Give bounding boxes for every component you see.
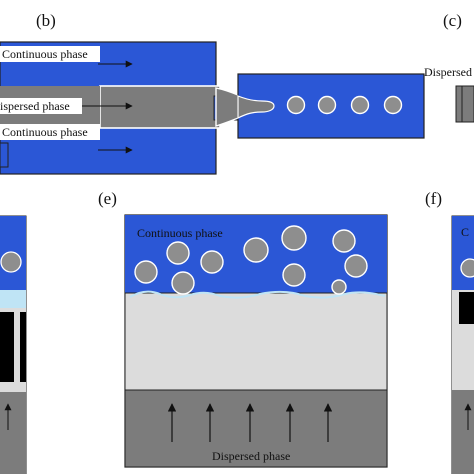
panel-b-dispersed-channel xyxy=(99,85,221,129)
panel-e-membrane xyxy=(124,292,388,391)
panel-e-droplet xyxy=(282,263,306,287)
panel-f-letter: (f) xyxy=(425,189,442,208)
panel-d-droplet xyxy=(0,251,22,273)
panel-d-pore xyxy=(0,312,14,382)
panel-c-letter: (c) xyxy=(443,11,462,30)
panel-c-label: Dispersed xyxy=(424,65,472,79)
panel-e-droplet xyxy=(166,241,190,265)
panel-b-thread-tip xyxy=(237,95,275,119)
panel-e-droplet xyxy=(243,237,269,263)
panel-e-letter: (e) xyxy=(98,189,117,208)
panel-e-dispersed-phase xyxy=(124,389,388,468)
panel-d-dispersed xyxy=(0,392,26,474)
panel-c-dispersed-channel xyxy=(455,85,474,123)
panel-b-droplet xyxy=(286,95,306,115)
panel-b-letter: (b) xyxy=(36,11,56,30)
panel-f: (f) C xyxy=(425,189,474,474)
panel-e-droplet xyxy=(281,225,307,251)
panel-d xyxy=(0,215,27,474)
panel-b-top-label: Continuous phase xyxy=(2,47,88,61)
panel-f-dispersed xyxy=(452,390,474,474)
panel-c: (c) Dispersed xyxy=(424,11,474,123)
panel-e-interface xyxy=(129,290,386,299)
panel-e-top-label: Continuous phase xyxy=(137,226,223,240)
panel-e-droplet xyxy=(171,271,195,295)
panel-f-pore xyxy=(459,292,474,324)
panel-b: (b) Continuous phase ispersed phase Cont… xyxy=(0,11,425,175)
panel-e-droplet xyxy=(331,279,347,295)
panel-e-droplet xyxy=(200,250,224,274)
panel-f-droplet xyxy=(460,258,474,278)
panel-b-droplet xyxy=(317,95,337,115)
panel-b-mid-label-bg xyxy=(0,98,82,114)
panel-b-top-label-bg xyxy=(0,46,100,62)
panel-e-droplet xyxy=(344,254,368,278)
panel-f-label: C xyxy=(461,225,469,239)
panel-b-bottom-label: Continuous phase xyxy=(2,125,88,139)
panel-e-droplet xyxy=(134,260,158,284)
panel-b-droplet xyxy=(350,95,370,115)
panel-e-bottom-label: Dispersed phase xyxy=(212,449,290,463)
panel-e-droplet xyxy=(332,229,356,253)
panel-b-droplet xyxy=(383,95,403,115)
panel-b-mid-label: ispersed phase xyxy=(0,99,70,113)
panel-a-fragment xyxy=(0,142,9,168)
panel-e: (e) Continuous phase Dispersed phase xyxy=(98,189,388,468)
panel-b-bottom-label-bg xyxy=(0,124,100,140)
panel-d-light-layer xyxy=(0,290,26,308)
panel-d-pore xyxy=(20,312,26,382)
